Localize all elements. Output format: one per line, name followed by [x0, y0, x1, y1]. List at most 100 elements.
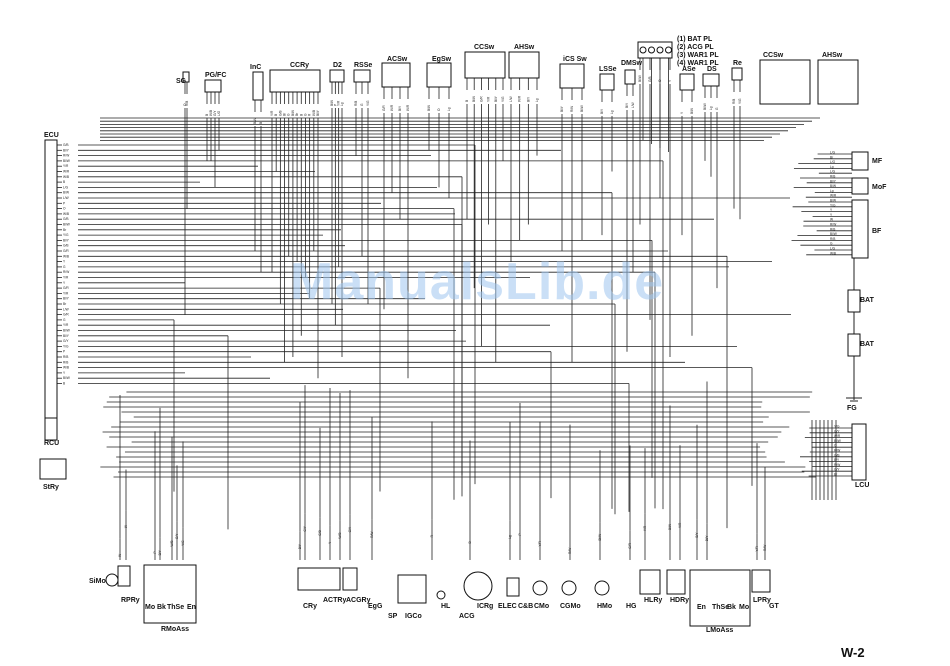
top-connector-5 — [353, 69, 371, 83]
label-lmo-en: En — [697, 604, 706, 611]
plug-socket — [648, 46, 655, 54]
top-connector-1 — [204, 79, 222, 93]
wire-code: Bl/W — [63, 329, 70, 333]
wire-code: B — [465, 100, 469, 102]
wire-code: G/B — [834, 453, 840, 457]
top-connector-9 — [508, 51, 540, 79]
wire-code: Bl/Y — [494, 95, 498, 102]
label-elec: ELEC — [498, 603, 517, 610]
wire-code: R/W — [830, 223, 836, 227]
wire-code: Br — [830, 155, 834, 159]
wire-code: L/G — [830, 170, 836, 174]
wire-code: R/W — [570, 106, 574, 112]
label-lcu: LCU — [855, 482, 870, 489]
wire-code: B/Y — [398, 105, 402, 111]
simo-motor — [105, 573, 119, 587]
hmo-motor — [594, 580, 610, 596]
acg-generator — [463, 571, 493, 601]
wire-code: Br — [834, 473, 838, 477]
wire-code: G/R — [63, 249, 69, 253]
plug-socket — [656, 46, 664, 54]
wire-code: W/B — [830, 251, 836, 255]
wire-code: G/Y — [303, 525, 307, 531]
wire-code: P — [153, 551, 157, 553]
wire-code-layer: G/BBl/YR/WBl/WY/RW/RW/BBL/GB/WL/WPOW/BG/… — [63, 75, 841, 557]
label-rmo-bk: Bk — [157, 604, 166, 611]
label-egg: EgG — [368, 603, 383, 610]
wire-code: G/R — [628, 542, 632, 548]
wire-code: R/W — [63, 270, 69, 274]
wire-code: G/R — [63, 313, 69, 317]
wire-code: R/B — [830, 237, 835, 241]
wire-code: P — [63, 350, 65, 354]
wire-code: O — [834, 444, 837, 448]
label-gt: GT — [769, 603, 779, 610]
top-connector-15 — [702, 73, 720, 87]
label-fg: FG — [847, 405, 857, 412]
wire-code: G/Y — [348, 526, 352, 532]
wire-code: O — [63, 207, 66, 211]
wire-code: W/B — [63, 366, 69, 370]
ccsw-table — [759, 59, 811, 105]
wire-code: B/W — [253, 118, 257, 124]
plug-socket — [639, 46, 647, 54]
label-rmo-mo: Mo — [145, 604, 156, 611]
wire-code: R/B — [63, 355, 68, 359]
top-connector-16 — [731, 67, 743, 81]
wire-code: Bl/Y — [63, 148, 70, 152]
label-stry: StRy — [43, 484, 59, 491]
label-cgmo: CGMo — [560, 603, 581, 610]
wire-code: L/G — [217, 110, 221, 116]
wire-code: Y/G — [63, 344, 69, 348]
wire-code: Y — [328, 541, 332, 544]
label-hl: HL — [441, 603, 451, 610]
wire-code: R/B — [732, 99, 736, 104]
wire-code: Y/G — [738, 98, 742, 104]
wire-code: G — [63, 318, 66, 322]
plug-socket — [665, 46, 672, 54]
wire-code: Y/G — [181, 540, 185, 546]
label-lmoass: LMoAss — [706, 627, 734, 634]
top-connector-11 — [599, 73, 615, 91]
wire-code: P — [333, 104, 337, 106]
label-igco: IGCo — [405, 613, 422, 620]
wire-code: W/B — [63, 212, 69, 216]
cgmo-motor — [561, 580, 577, 596]
label-ase: ASe — [682, 66, 696, 73]
wire-code: B/Y — [526, 96, 530, 102]
top-connector-7 — [426, 62, 452, 88]
stry-relay — [39, 458, 67, 480]
wire-code: G — [287, 113, 291, 116]
wire-code: B/W — [690, 108, 694, 114]
ecu-block — [44, 139, 58, 438]
wire-code: R/B — [830, 175, 835, 179]
label-re: Re — [733, 60, 742, 67]
label-bat-2: BAT — [860, 341, 874, 348]
label-sg: SG — [176, 78, 187, 85]
label-dmsw: DMSw — [621, 60, 642, 67]
wire-code: Br — [283, 112, 287, 116]
label-lmo-mo: Mo — [739, 604, 750, 611]
wire-code: W/R — [406, 104, 410, 111]
hlry-relay — [639, 569, 661, 595]
wire-code: Lg — [830, 189, 834, 193]
wire-code: Y/G — [830, 203, 836, 207]
wire-code: W/R — [830, 194, 837, 198]
wire-code: G/Y — [834, 429, 840, 433]
wire-code: R — [308, 113, 312, 116]
label-ahsw: AHSw — [514, 44, 535, 51]
wire-code: G — [715, 107, 719, 110]
lcu-block — [851, 423, 867, 481]
wire-code: Lg — [508, 535, 512, 539]
wire-code: L/G — [63, 185, 69, 189]
wire-code: W/B — [338, 533, 342, 539]
label-cmo: CMo — [534, 603, 550, 610]
wire-code: B/W — [291, 110, 295, 116]
wire-code: Bl/W — [580, 105, 584, 112]
wire-code: B/W — [427, 105, 431, 111]
wire-code: B/W — [472, 96, 476, 102]
wire-code: B/W — [830, 184, 836, 188]
label-mf: MF — [872, 158, 883, 165]
wire-code: R/W — [370, 532, 374, 538]
cry-actry-block — [297, 567, 341, 591]
